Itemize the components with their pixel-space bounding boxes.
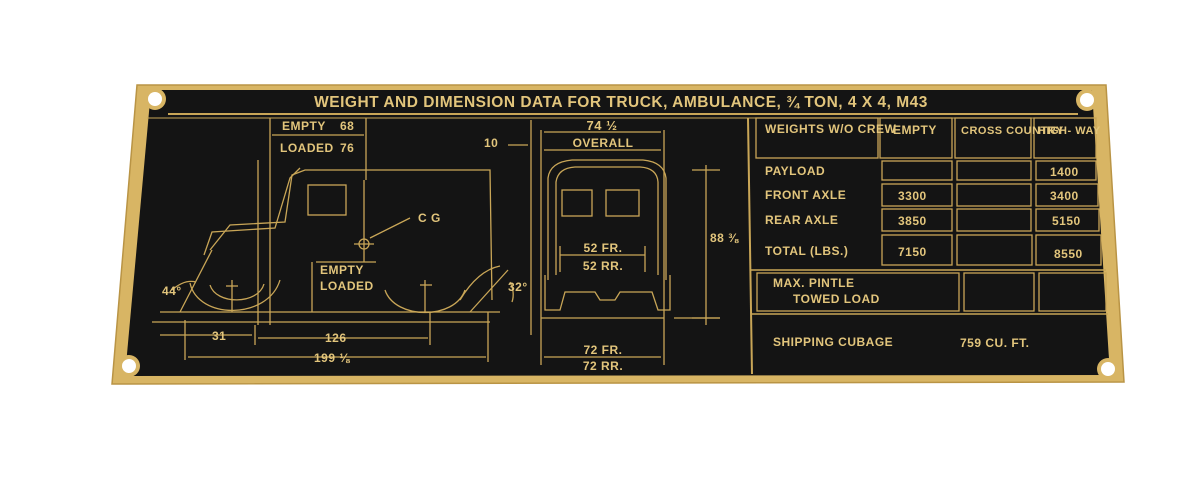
pintle-label-2: TOWED LOAD: [793, 292, 880, 306]
overall-width-value: 74 ½: [587, 118, 618, 133]
header-cross-country: CROSS COUNTRY: [961, 125, 1064, 137]
row-rear-axle-empty: 3850: [898, 214, 927, 228]
tread-top-rear: 52 RR.: [583, 259, 623, 273]
row-total-empty: 7150: [898, 245, 927, 259]
wheelbase-value: 126: [325, 331, 347, 345]
row-payload-label: PAYLOAD: [765, 164, 825, 178]
plate-title: WEIGHT AND DIMENSION DATA FOR TRUCK, AMB…: [314, 94, 928, 111]
tread-top-front: 52 FR.: [583, 241, 622, 255]
departure-angle: 32°: [508, 280, 528, 294]
header-empty: EMPTY: [893, 123, 937, 137]
loaded-height-label: LOADED: [280, 141, 334, 155]
front-overhang-value: 31: [212, 329, 226, 343]
shipping-cubage-value: 759 CU. FT.: [960, 336, 1030, 350]
loaded-height-value: 76: [340, 141, 354, 155]
overall-width-label: OVERALL: [573, 136, 634, 150]
cg-label: C G: [418, 211, 441, 225]
pintle-label-1: MAX. PINTLE: [773, 276, 855, 290]
front-view-drawing: [508, 120, 720, 365]
overall-height-value: 88 ⅜: [710, 231, 739, 245]
side-view-drawing: [152, 118, 514, 362]
mounting-holes: [118, 88, 1119, 380]
header-highway: HIGH- WAY: [1038, 125, 1101, 137]
row-front-axle-empty: 3300: [898, 189, 927, 203]
row-front-axle-highway: 3400: [1050, 189, 1079, 203]
row-front-axle-label: FRONT AXLE: [765, 188, 846, 202]
approach-angle: 44°: [162, 284, 182, 298]
tread-bottom-rear: 72 RR.: [583, 359, 623, 373]
front-offset-value: 10: [484, 136, 498, 150]
shipping-cubage-label: SHIPPING CUBAGE: [773, 335, 893, 349]
empty-height-label: EMPTY: [282, 119, 326, 133]
empty-height-value: 68: [340, 119, 354, 133]
tread-bottom-front: 72 FR.: [583, 343, 622, 357]
row-total-label: TOTAL (LBS.): [765, 244, 848, 258]
row-payload-highway: 1400: [1050, 165, 1079, 179]
clearance-empty-label: EMPTY: [320, 263, 364, 277]
row-rear-axle-label: REAR AXLE: [765, 213, 838, 227]
header-weights-line: WEIGHTS W/O CREW: [765, 122, 896, 136]
weights-table-grid: [755, 117, 1107, 312]
row-rear-axle-highway: 5150: [1052, 214, 1081, 228]
row-total-highway: 8550: [1054, 247, 1083, 261]
black-face: [125, 90, 1110, 376]
clearance-loaded-label: LOADED: [320, 279, 374, 293]
overall-length-value: 199 ⅛: [314, 351, 350, 365]
header-weights: WEIGHTS W/O CREW: [765, 122, 896, 136]
